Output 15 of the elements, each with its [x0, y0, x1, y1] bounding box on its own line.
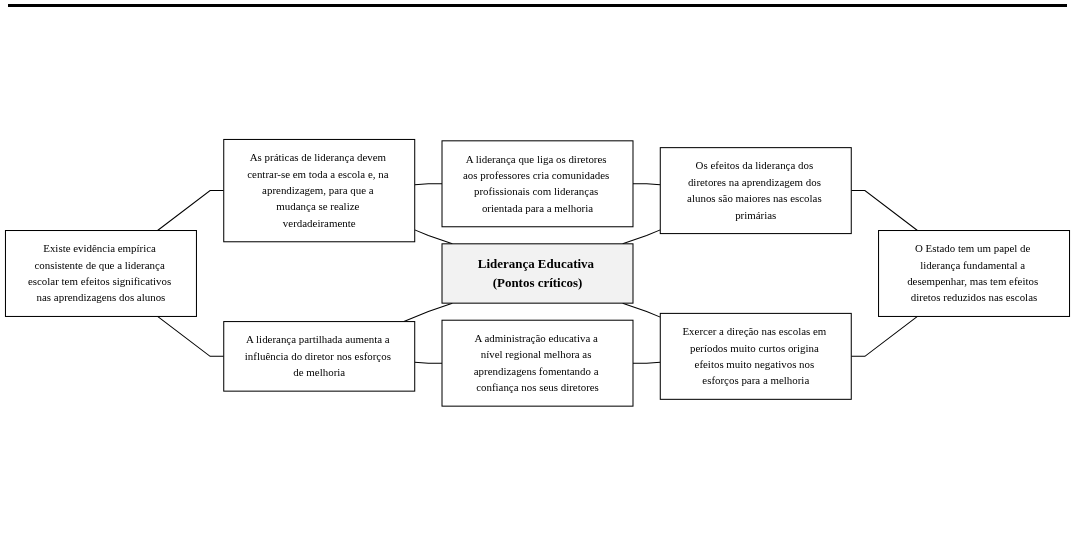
node-box: Existe evidência empírica consistente de que a liderança escolar tem efeitos significativos nas aprendizagens dos alunos: [4, 229, 197, 317]
connector: [403, 302, 453, 322]
connector: [632, 361, 661, 364]
node-box: O Estado tem um papel de liderança fundamental a desempenhar, mas tem efeitos diretos reduzidos nas escolas: [878, 229, 1071, 317]
node-box: As práticas de liderança devem centrar-se em toda a escola e, na aprendizagem, para que a mudança se realize verdadeiramente: [223, 138, 416, 242]
connector: [414, 361, 443, 364]
connector: [414, 182, 443, 185]
node-box: Exercer a direção nas escolas em períodos muito curtos origina efeitos muito negativos nos esforços para a melhoria: [659, 312, 852, 400]
node-box: A liderança que liga os diretores aos professores cria comunidades profissionais com lideranças orientada para a melhoria: [441, 140, 634, 227]
node-box: Os efeitos da liderança dos diretores na aprendizagem dos alunos são maiores nas escolas primárias: [659, 146, 852, 234]
node-box: Liderança Educativa (Pontos críticos): [441, 243, 634, 304]
connector: [632, 182, 661, 185]
node-box: A liderança partilhada aumenta a influência do diretor nos esforços de melhoria: [223, 320, 416, 392]
connector: [622, 302, 661, 318]
node-box: A administração educativa a nível regional melhora as aprendizagens fomentando a confiança nos seus diretores: [441, 319, 634, 407]
